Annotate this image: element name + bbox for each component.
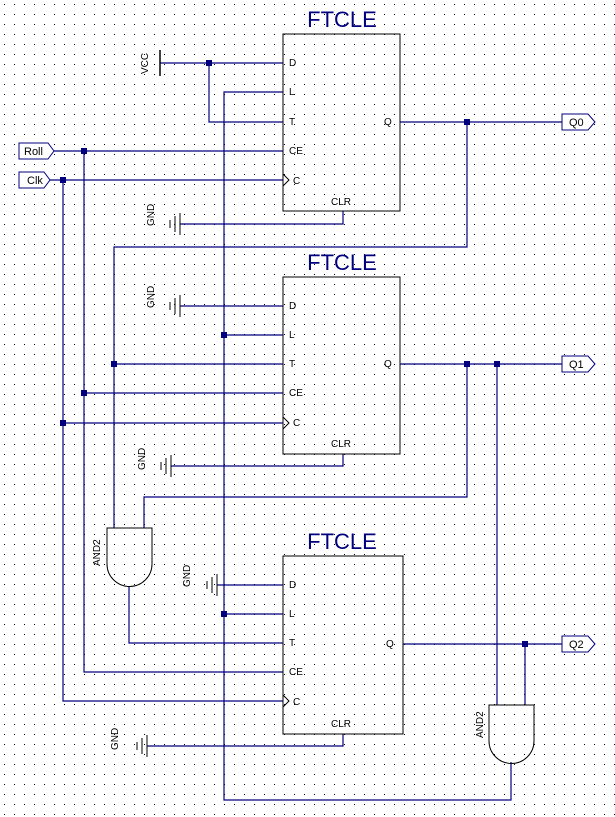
port-shape[interactable] bbox=[561, 355, 596, 373]
flipflop-title: FTCLE bbox=[307, 7, 377, 32]
pin-t: T bbox=[289, 638, 295, 649]
junction-dot bbox=[494, 361, 500, 367]
pin-q: Q bbox=[386, 639, 394, 650]
junction-dot bbox=[464, 119, 470, 125]
pin-c: C bbox=[293, 697, 300, 708]
junctions bbox=[60, 60, 528, 647]
vcc-symbol[interactable]: VCC bbox=[140, 50, 161, 76]
gnd-label: GND bbox=[137, 448, 148, 470]
and-gate-1[interactable]: AND2 bbox=[92, 527, 153, 587]
clock-triangle-icon bbox=[282, 416, 290, 430]
gnd-label: GND bbox=[146, 286, 157, 308]
and-gate-body[interactable] bbox=[106, 527, 153, 587]
input-port-clk[interactable]: Clk bbox=[18, 171, 51, 189]
output-q2-label: Q2 bbox=[569, 639, 584, 651]
wire-q1-and[interactable] bbox=[143, 364, 468, 528]
pin-d: D bbox=[289, 301, 296, 312]
gnd-label: GND bbox=[146, 204, 157, 226]
wire-gnd-clr1[interactable] bbox=[180, 211, 344, 225]
pin-ce: CE bbox=[289, 667, 303, 678]
flipflop-3[interactable]: FTCLE D L T CE C Q CLR bbox=[282, 529, 404, 735]
pin-d: D bbox=[289, 580, 296, 591]
pin-l: L bbox=[289, 330, 295, 341]
output-port-q2[interactable]: Q2 bbox=[561, 635, 596, 653]
pin-ce: CE bbox=[289, 388, 303, 399]
and-gate-label: AND2 bbox=[475, 711, 486, 738]
flipflop-title: FTCLE bbox=[307, 529, 377, 554]
wire-q0-feedback[interactable] bbox=[113, 122, 468, 528]
flipflop-body[interactable] bbox=[282, 555, 404, 735]
wire-l-bus[interactable] bbox=[223, 91, 512, 801]
junction-dot bbox=[81, 390, 87, 396]
output-port-q0[interactable]: Q0 bbox=[561, 113, 596, 131]
gnd-label: GND bbox=[182, 565, 193, 587]
pin-l: L bbox=[289, 609, 295, 620]
input-roll-label: Roll bbox=[24, 146, 43, 158]
pin-clr: CLR bbox=[331, 719, 351, 730]
wire-vcc-t[interactable] bbox=[208, 63, 283, 123]
input-port-roll[interactable]: Roll bbox=[18, 142, 55, 160]
wire-c-bus[interactable] bbox=[62, 180, 283, 702]
junction-dot bbox=[81, 148, 87, 154]
gnd-symbol-2[interactable]: GND bbox=[146, 286, 181, 317]
output-q0-label: Q0 bbox=[569, 117, 584, 129]
port-shape[interactable] bbox=[561, 113, 596, 131]
clock-triangle-icon bbox=[282, 694, 290, 708]
and-gate-body[interactable] bbox=[488, 704, 535, 764]
vcc-label: VCC bbox=[140, 53, 151, 74]
pin-d: D bbox=[289, 58, 296, 69]
gnd-symbol-4[interactable]: GND bbox=[182, 565, 218, 596]
flipflop-2[interactable]: FTCLE D L T CE C Q CLR bbox=[282, 250, 401, 455]
gnd-symbol-3[interactable]: GND bbox=[137, 448, 172, 477]
port-shape[interactable] bbox=[18, 142, 55, 160]
output-q1-label: Q1 bbox=[569, 359, 584, 371]
flipflop-body[interactable] bbox=[282, 33, 401, 212]
gnd-symbol-5[interactable]: GND bbox=[110, 728, 148, 757]
junction-dot bbox=[206, 60, 212, 66]
pin-t: T bbox=[289, 117, 295, 128]
port-shape[interactable] bbox=[561, 635, 596, 653]
output-port-q1[interactable]: Q1 bbox=[561, 355, 596, 373]
wire-gnd-clr3[interactable] bbox=[147, 734, 344, 747]
gnd-symbol-1[interactable]: GND bbox=[146, 204, 181, 235]
wire-gnd-clr2[interactable] bbox=[171, 454, 344, 467]
input-clk-label: Clk bbox=[27, 175, 43, 187]
port-shape[interactable] bbox=[18, 171, 51, 189]
gnd-label: GND bbox=[110, 728, 121, 750]
junction-dot bbox=[464, 361, 470, 367]
junction-dot bbox=[221, 332, 227, 338]
pin-q: Q bbox=[384, 359, 392, 370]
junction-dot bbox=[111, 361, 117, 367]
flipflop-1[interactable]: FTCLE D L T CE C Q CLR bbox=[282, 7, 401, 212]
pin-c: C bbox=[293, 176, 300, 187]
pin-q: Q bbox=[384, 117, 392, 128]
pin-ce: CE bbox=[289, 146, 303, 157]
wires bbox=[50, 62, 562, 801]
junction-dot bbox=[60, 177, 66, 183]
and-gate-2[interactable]: AND2 bbox=[475, 704, 535, 764]
flipflop-body[interactable] bbox=[282, 276, 401, 455]
wire-and-t3[interactable] bbox=[128, 586, 283, 644]
pin-clr: CLR bbox=[331, 439, 351, 450]
pin-c: C bbox=[293, 418, 300, 429]
pin-clr: CLR bbox=[331, 197, 351, 208]
pin-t: T bbox=[289, 359, 295, 370]
and-gate-label: AND2 bbox=[92, 539, 103, 566]
wire-ce-bus[interactable] bbox=[83, 151, 283, 673]
junction-dot bbox=[60, 420, 66, 426]
clock-triangle-icon bbox=[282, 173, 290, 187]
flipflop-title: FTCLE bbox=[307, 250, 377, 275]
junction-dot bbox=[221, 611, 227, 617]
junction-dot bbox=[522, 641, 528, 647]
pin-l: L bbox=[289, 87, 295, 98]
